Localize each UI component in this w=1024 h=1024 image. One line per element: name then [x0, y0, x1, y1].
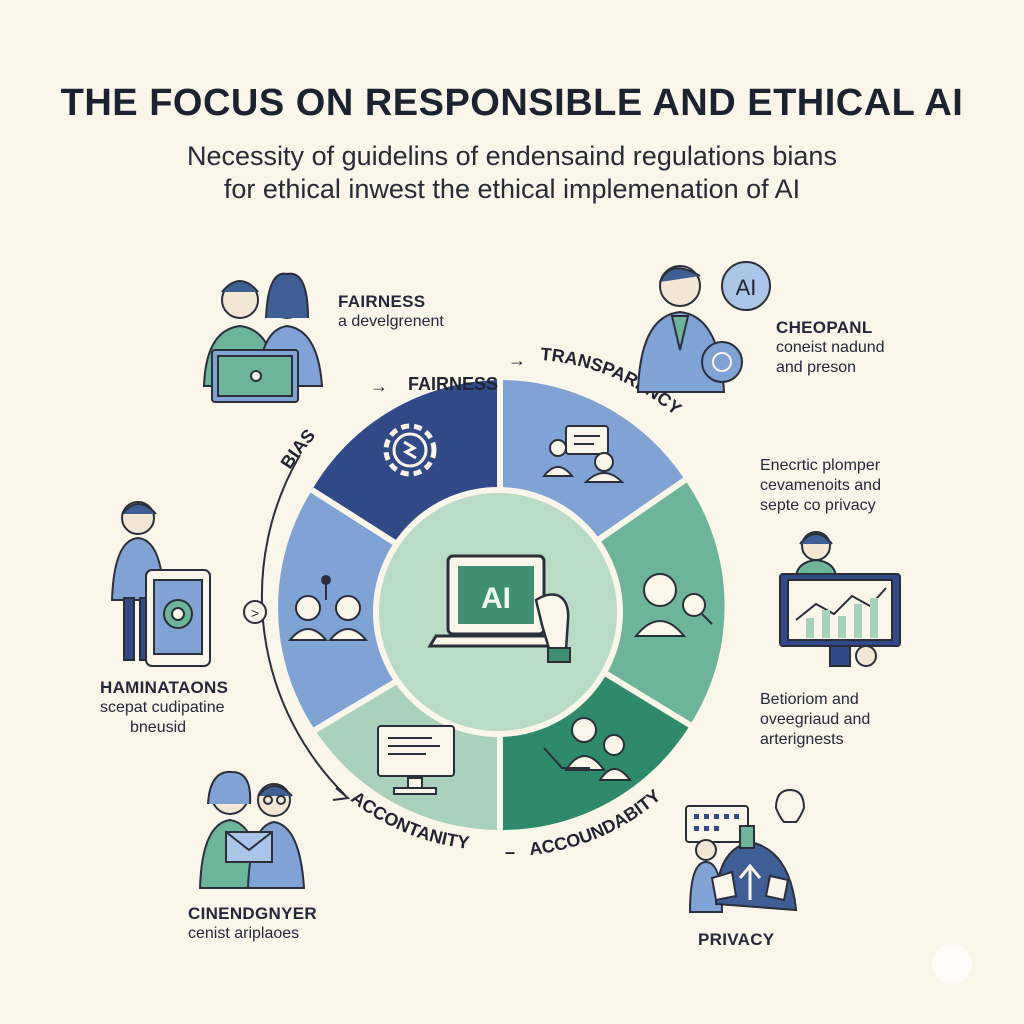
label-bottom-left-heading: CINENDGNYER — [188, 904, 317, 923]
segment-accountability-right — [500, 670, 690, 831]
ai-badge-label: AI — [736, 275, 757, 300]
privacy-group-illustration — [685, 788, 806, 913]
man-tablet-illustration — [110, 501, 211, 667]
label-top-right-heading: CHEOPANL — [776, 318, 873, 337]
ring-label-bias: BIAS — [277, 425, 320, 472]
label-bottom-left: CINENDGNYER cenist ariplaoes — [188, 904, 317, 944]
right-arrow-1: → — [370, 376, 388, 396]
label-bottom-left-line1: cenist ariplaoes — [188, 925, 300, 942]
label-right-upper-line3: septe co privacy — [760, 497, 876, 514]
label-bottom-right-heading: PRIVACY — [698, 930, 775, 949]
subtitle-line-2: for ethical inwest the ethical implemena… — [223, 174, 801, 204]
label-top-left-line1: a develgrenent — [338, 313, 444, 330]
people-laptop-icon — [543, 717, 632, 781]
label-left-middle-line2: bneusid — [130, 719, 187, 736]
page-subtitle: Necessity of guidelins of endensaind reg… — [140, 140, 884, 206]
label-left-middle-line1: scepat cudipatine — [100, 699, 225, 716]
page-title: THE FOCUS ON RESPONSIBLE AND ETHICAL AI — [60, 82, 964, 124]
gear-icon — [383, 423, 437, 477]
label-top-right: CHEOPANL coneist nadund and preson — [776, 318, 885, 378]
circle-arrow-icon: > — [243, 600, 267, 624]
woman-magnifier-icon — [633, 573, 713, 637]
two-people-icon — [287, 575, 369, 641]
subtitle-line-1: Necessity of guidelins of endensaind reg… — [187, 141, 837, 171]
advisor-illustration: AI — [636, 261, 771, 393]
center-ai-label: AI — [481, 582, 511, 615]
monitor-icon — [377, 725, 455, 795]
label-top-right-line2: and preson — [776, 359, 857, 376]
label-top-left: FAIRNESS a develgrenent — [338, 292, 444, 332]
svg-text:>: > — [251, 605, 259, 621]
label-right-lower-line1: Betioriom and — [760, 691, 859, 708]
label-left-middle: HAMINATAONS scepat cudipatine bneusid — [100, 678, 228, 738]
label-top-right-line1: coneist nadund — [776, 339, 885, 356]
two-people-envelope-illustration — [198, 770, 306, 889]
team-laptop-illustration — [202, 272, 324, 403]
chart-presenter-illustration — [779, 531, 901, 667]
left-flow-arc — [260, 454, 351, 801]
laptop-ai-icon: AI — [427, 554, 571, 663]
ring-label-fairness: FAIRNESS — [408, 374, 498, 394]
watermark-logo — [932, 944, 972, 984]
label-right-upper-line2: cevamenoits and — [760, 477, 881, 494]
label-right-upper: Enecrtic plomper cevamenoits and septe c… — [760, 456, 881, 516]
right-arrow-2: → — [508, 350, 526, 370]
label-right-lower-line2: oveegriaud and — [760, 711, 871, 728]
label-left-middle-heading: HAMINATAONS — [100, 678, 229, 697]
label-right-upper-line1: Enecrtic plomper — [760, 457, 881, 474]
label-right-lower: Betioriom and oveegriaud and arterignest… — [760, 690, 870, 750]
label-right-lower-line3: arterignests — [760, 731, 844, 748]
ring-label-dash: – — [505, 842, 515, 862]
presentation-icon — [541, 425, 625, 483]
label-top-left-heading: FAIRNESS — [338, 292, 426, 311]
label-bottom-right: PRIVACY — [698, 930, 774, 950]
